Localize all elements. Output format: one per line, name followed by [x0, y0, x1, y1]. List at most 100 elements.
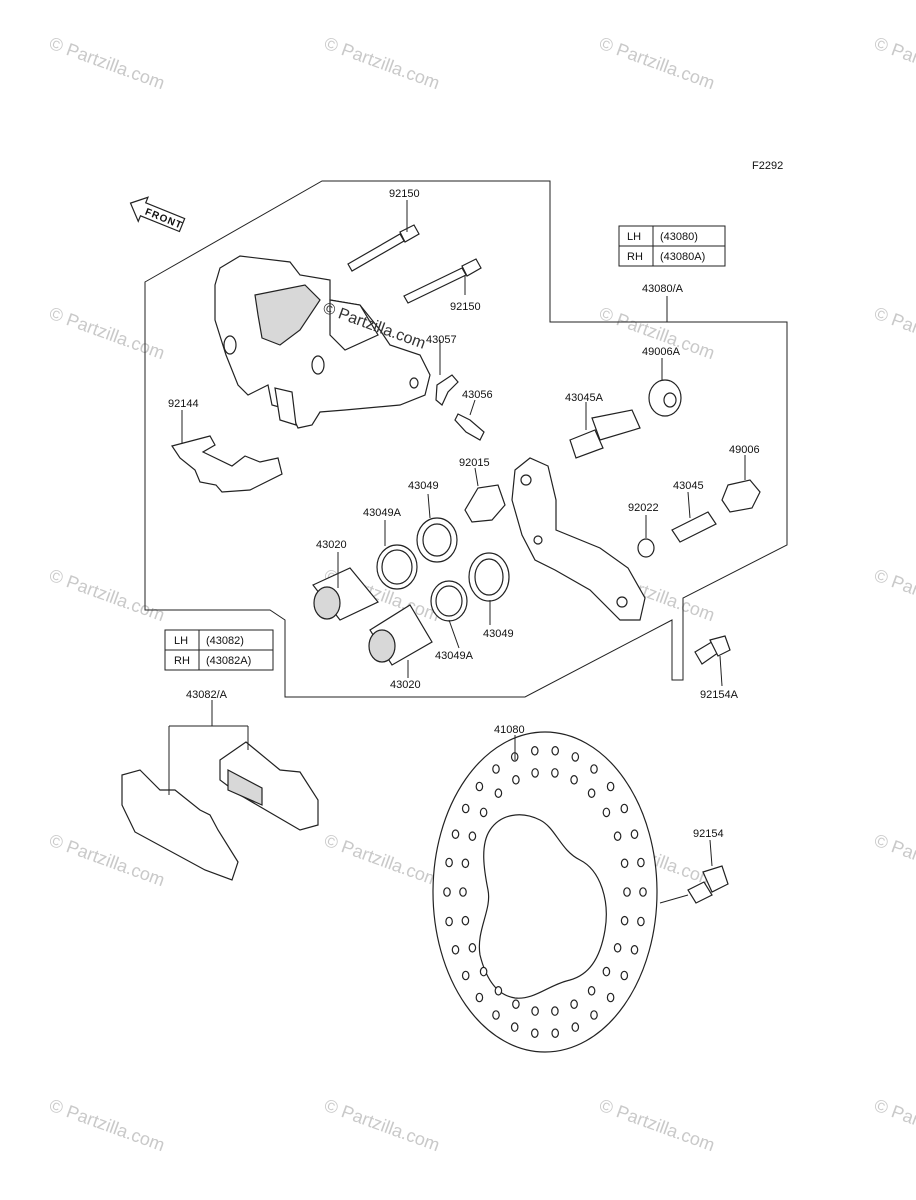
bracket-hole — [520, 474, 532, 486]
part-label: 43045 — [673, 480, 704, 492]
disc-hole — [623, 887, 631, 897]
disc-hole — [479, 807, 488, 818]
watermark: © Partzilla.com — [872, 830, 916, 890]
watermark: © Partzilla.com — [47, 303, 168, 363]
bracket-hole — [533, 535, 543, 545]
disc-holes — [443, 745, 647, 1038]
watermark: © Partzilla.com — [872, 33, 916, 93]
disc-hole — [461, 858, 470, 869]
bracket-pin-a — [569, 409, 641, 459]
table-cell-side: LH — [174, 635, 188, 647]
disc-hole — [637, 916, 645, 927]
part-label: 92150 — [389, 188, 420, 200]
disc-hole — [570, 999, 578, 1009]
table-cell-side: RH — [174, 655, 190, 667]
disc-hole — [451, 829, 460, 839]
disc-hole — [602, 807, 611, 818]
leader-lines — [168, 200, 746, 904]
disc-hole — [551, 745, 560, 756]
table-cell-side: LH — [627, 231, 641, 243]
washer — [637, 538, 655, 558]
part-label: 43082/A — [186, 689, 228, 701]
table-cell-side: RH — [627, 251, 643, 263]
disc-hole — [620, 970, 629, 981]
disc-hole — [571, 1022, 580, 1032]
pistons — [312, 567, 433, 666]
table-cell-part: (43082A) — [206, 655, 251, 667]
watermark: © Partzilla.com — [47, 1095, 168, 1155]
watermark: © Partzilla.com — [322, 830, 443, 890]
watermark: © Partzilla.com — [322, 33, 443, 93]
disc-hole — [551, 768, 559, 778]
disc-hole — [590, 764, 598, 774]
part-label: 43049 — [483, 628, 514, 640]
caliper-side-table: LH (43080) RH (43080A) — [618, 225, 726, 267]
part-label: 92154A — [700, 689, 739, 701]
disc-hole — [606, 781, 615, 792]
disc-hole — [461, 803, 470, 814]
disc-hole — [620, 803, 629, 814]
disc-hole — [451, 944, 460, 955]
disc-hole — [512, 774, 520, 785]
watermark: © Partzilla.com — [872, 1095, 916, 1155]
slide-pin-top — [347, 224, 420, 272]
disc-hole — [443, 887, 451, 897]
disc-hole — [630, 944, 639, 955]
part-label: 41080 — [494, 724, 525, 736]
bleeder-valve — [454, 413, 485, 441]
part-label: 92022 — [628, 502, 659, 514]
caliper-assembly-outline — [144, 180, 788, 698]
disc-hole — [494, 788, 503, 798]
bracket-bolt — [694, 635, 731, 665]
watermark: © Partzilla.com — [47, 565, 168, 625]
disc-hole — [606, 992, 615, 1003]
disc-hole — [459, 887, 467, 897]
part-label: 43020 — [390, 679, 421, 691]
table-cell-part: (43080) — [660, 231, 698, 243]
disc-hole — [570, 774, 578, 785]
part-label: 92150 — [450, 301, 481, 313]
disc-hole — [494, 985, 503, 996]
part-label: 92015 — [459, 457, 490, 469]
disc-hole — [637, 857, 645, 868]
disc-hole — [461, 915, 470, 926]
disc-hole — [492, 764, 500, 774]
disc-hole — [468, 831, 477, 841]
slide-pin-middle — [403, 258, 482, 304]
disc-hole — [479, 966, 488, 977]
piston-seals — [376, 517, 510, 622]
part-label: 92154 — [693, 828, 724, 840]
disc-hole — [587, 788, 596, 798]
disc-hole — [602, 966, 611, 977]
part-labels: 92150 92150 43057 43056 43080/A 49006A 4… — [168, 188, 760, 840]
boot-a — [648, 379, 682, 417]
brake-pads — [121, 741, 319, 881]
caliper-body — [214, 255, 431, 429]
part-label: 92144 — [168, 398, 199, 410]
disc-hole — [639, 887, 647, 897]
disc-hole — [613, 831, 622, 841]
boot — [721, 479, 761, 513]
disc-hole — [492, 1010, 500, 1020]
front-arrow: FRONT — [129, 196, 186, 233]
bracket-hole — [616, 596, 628, 608]
disc-hole — [530, 1028, 539, 1038]
disc-bolt — [687, 865, 729, 904]
pad-spring — [171, 435, 283, 493]
disc-hole — [590, 1010, 598, 1020]
part-label: 49006A — [642, 346, 681, 358]
disc-hole — [531, 1006, 539, 1016]
disc-hole — [587, 985, 596, 996]
part-label: 43056 — [462, 389, 493, 401]
disc-hole — [551, 1028, 560, 1038]
disc-hole — [468, 942, 477, 953]
watermark: © Partzilla.com — [597, 1095, 718, 1155]
figure-code: F2292 — [752, 160, 783, 172]
bracket-pin — [671, 511, 717, 543]
watermark: © Partzilla.com — [47, 33, 168, 93]
table-cell-part: (43080A) — [660, 251, 705, 263]
part-label: 43049 — [408, 480, 439, 492]
part-label: 43057 — [426, 334, 457, 346]
part-label: 43080/A — [642, 283, 684, 295]
